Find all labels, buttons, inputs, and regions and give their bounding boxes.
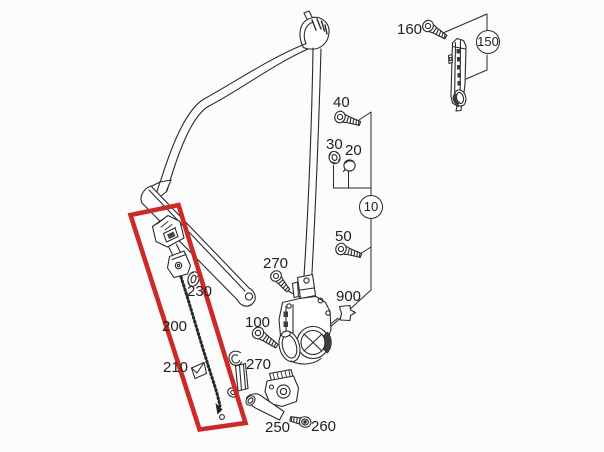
screw-260-icon bbox=[289, 416, 312, 428]
part-label-900[interactable]: 900 bbox=[336, 288, 362, 305]
bolt-100-icon bbox=[251, 326, 279, 349]
part-label-270-lower[interactable]: 270 bbox=[246, 356, 272, 373]
grommet-230-icon bbox=[187, 271, 200, 287]
cap-20-icon bbox=[342, 159, 356, 173]
part-label-230[interactable]: 230 bbox=[187, 283, 213, 300]
belt-retractor-assembly bbox=[278, 273, 332, 365]
bolt-50-icon bbox=[335, 242, 363, 258]
height-adjuster-rail bbox=[447, 37, 467, 112]
buckle-pretensioner-assembly bbox=[151, 214, 225, 420]
pretensioner-cable bbox=[179, 275, 225, 420]
part-label-160[interactable]: 160 bbox=[397, 21, 423, 38]
part-label-270-upper[interactable]: 270 bbox=[263, 255, 289, 272]
part-label-210[interactable]: 210 bbox=[163, 359, 189, 376]
part-callout-150[interactable]: 150 bbox=[476, 30, 500, 54]
bolt-160-icon bbox=[422, 19, 448, 40]
washer-30-icon bbox=[328, 150, 341, 165]
part-900-clip bbox=[338, 304, 357, 322]
d-ring-guide bbox=[299, 10, 330, 50]
part-label-20[interactable]: 20 bbox=[345, 142, 362, 159]
lower-anchor-fitting-250 bbox=[245, 368, 300, 421]
part-callout-10[interactable]: 10 bbox=[359, 195, 383, 219]
part-label-30[interactable]: 30 bbox=[326, 136, 343, 153]
part-label-250[interactable]: 250 bbox=[265, 419, 291, 436]
bolt-270-upper-icon bbox=[270, 270, 291, 293]
part-label-260[interactable]: 260 bbox=[311, 418, 337, 435]
wedge-210-icon bbox=[190, 361, 208, 380]
belt-guide-clip-270 bbox=[227, 350, 249, 398]
part-label-100[interactable]: 100 bbox=[245, 314, 271, 331]
part-label-50[interactable]: 50 bbox=[335, 228, 352, 245]
highlight-selection-box bbox=[127, 202, 249, 433]
part-label-40[interactable]: 40 bbox=[333, 94, 350, 111]
part-label-200[interactable]: 200 bbox=[162, 318, 188, 335]
bolt-40-icon bbox=[334, 110, 362, 126]
